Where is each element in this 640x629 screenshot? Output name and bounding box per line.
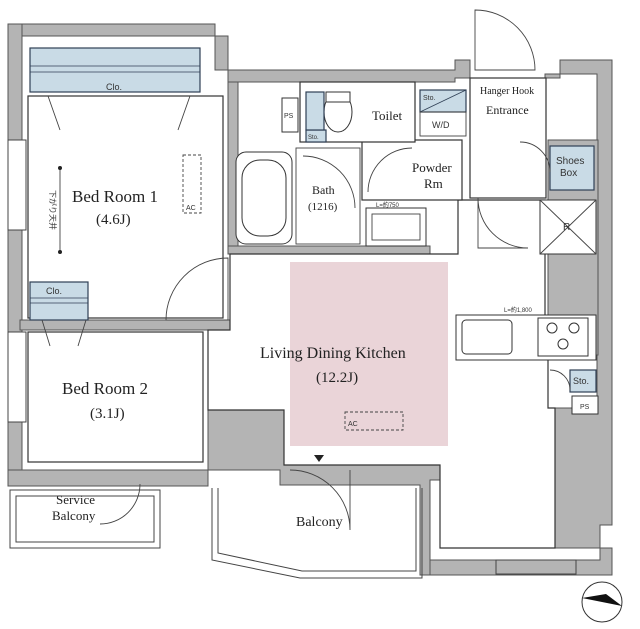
refrigerator-label: R — [563, 222, 570, 233]
stove-icon — [537, 317, 589, 357]
storage-entrance-label: Sto. — [423, 95, 436, 102]
ldk-highlight — [290, 262, 448, 446]
doors — [41, 9, 571, 531]
wall-bed1-bed2 — [19, 319, 231, 331]
ps-box-2 — [571, 395, 599, 415]
ac-label-1: AC — [186, 205, 196, 212]
sink-icon — [461, 319, 513, 355]
service-balcony-sub: Balcony — [52, 508, 96, 523]
bed2-name: Bed Room 2 — [62, 379, 148, 398]
storage-wc-label: Sto. — [308, 135, 319, 141]
kitchen-width: L=約1,800 — [504, 306, 533, 314]
ps-label-2: PS — [580, 404, 590, 411]
powder-sub: Rm — [424, 176, 443, 191]
balcony-rail — [211, 488, 423, 579]
closet-bed1-label: Clo. — [106, 82, 122, 92]
bed1-size: (4.6J) — [96, 212, 131, 228]
balcony-name: Balcony — [296, 515, 343, 530]
compass-icon — [581, 581, 623, 623]
entry-marker — [314, 455, 324, 462]
floor-bed1 — [27, 95, 224, 319]
ldk-name: Living Dining Kitchen — [260, 345, 406, 362]
bed1-name: Bed Room 1 — [72, 187, 158, 206]
fixtures — [182, 91, 599, 431]
service-balcony-name: Service — [56, 492, 95, 507]
floor-entrance — [469, 77, 547, 199]
toilet-name: Toilet — [372, 108, 403, 123]
wall-lower-left — [7, 469, 209, 487]
ac-unit-bed1 — [182, 154, 202, 214]
washbasin-icon — [305, 91, 325, 131]
ac-label-2: AC — [348, 421, 358, 428]
closet-bed2-label: Clo. — [46, 286, 62, 296]
storage-units — [29, 47, 597, 393]
storage-kitchen — [569, 369, 597, 393]
shoes-box-label-1: Shoes — [556, 156, 584, 167]
washer-label: W/D — [432, 120, 450, 130]
powder-name: Powder — [412, 160, 452, 175]
bath-name: Bath — [312, 183, 335, 197]
balconies — [9, 488, 577, 579]
windows — [7, 139, 27, 423]
shoes-box-label-2: Box — [560, 168, 577, 179]
bed2-size: (3.1J) — [90, 406, 125, 422]
closet-bed2 — [29, 281, 89, 321]
ps-label-1: PS — [284, 113, 294, 120]
ceiling-note: 下がり天井 — [48, 190, 58, 230]
shoes-box — [549, 145, 595, 191]
floor-powder — [361, 139, 463, 201]
washer-space — [419, 111, 467, 137]
labels: Bed Room 1 (4.6J) Bed Room 2 (3.1J) Livi… — [46, 82, 590, 530]
ac-unit-ldk — [344, 411, 404, 431]
bath-size: (1216) — [308, 201, 338, 213]
storage-kitchen-label: Sto. — [573, 376, 589, 386]
closet-bed1 — [29, 47, 201, 93]
service-balcony-rail — [9, 489, 161, 549]
hanger-hook-label: Hanger Hook — [480, 86, 534, 97]
ldk-size: (12.2J) — [316, 370, 358, 386]
ps-box-1 — [281, 97, 299, 133]
wall-bottom-right — [429, 547, 613, 576]
floor-bed2 — [27, 331, 204, 463]
wall-wet-bottom — [227, 245, 431, 255]
vanity-width: L=約750 — [376, 201, 400, 209]
entrance-name: Entrance — [486, 103, 529, 117]
